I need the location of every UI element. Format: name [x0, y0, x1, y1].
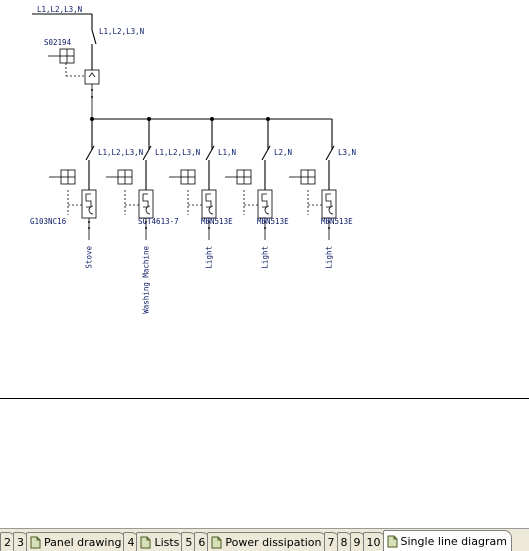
sheet-icon — [30, 536, 41, 549]
tab-label: 7 — [327, 535, 335, 549]
tab-label: 2 — [4, 535, 11, 549]
branch-switch — [325, 145, 335, 161]
branch-consumer-label: Washing Machine — [142, 246, 151, 314]
tab-power-dissipation[interactable]: Power dissipation — [207, 532, 327, 551]
tab-label: 4 — [127, 535, 135, 549]
tab-label: Lists — [154, 535, 180, 549]
branch-switch — [142, 145, 152, 161]
branch-device-id: MBN513E — [257, 217, 289, 226]
tab-label: Power dissipation — [225, 535, 322, 549]
branch-switch — [261, 145, 271, 161]
main-protection-symbol — [84, 69, 100, 85]
single-line-diagram[interactable]: L1,L2,L3,N L1,L2,L3,N S02194 L1,L2,L3,N G… — [0, 0, 529, 400]
tab-label: 8 — [340, 535, 348, 549]
supply-label: L1,L2,L3,N — [37, 5, 82, 14]
branch-device-id: SGT4613-7 — [138, 217, 179, 226]
branch-consumer-label: Light — [261, 246, 270, 269]
branch-consumer-label: Light — [325, 246, 334, 269]
tab-label: 5 — [185, 535, 193, 549]
sheet-icon — [140, 536, 151, 549]
tab-label: 9 — [353, 535, 361, 549]
branch-phase-label: L3,N — [338, 148, 356, 157]
lower-panel — [0, 399, 529, 528]
branch-phase-label: L1,L2,L3,N — [155, 148, 200, 157]
branch-consumer-label: Stove — [85, 246, 94, 269]
branch-consumer-label: Light — [205, 246, 214, 269]
branch-phase-label: L1,N — [218, 148, 236, 157]
tab-label: Single line diagram — [400, 534, 507, 548]
sheet-icon — [387, 535, 398, 548]
branch-device-id: G103NC16 — [30, 217, 67, 226]
tab-label: Panel drawing — [44, 535, 122, 549]
sheet-icon — [211, 536, 222, 549]
tab-single-line-diagram[interactable]: Single line diagram — [382, 530, 512, 551]
branch-phase-label: L1,L2,L3,N — [98, 148, 143, 157]
branch-phase-label: L2,N — [274, 148, 292, 157]
main-switch-label: L1,L2,L3,N — [99, 27, 144, 36]
tab-label: 6 — [198, 535, 206, 549]
tab-lists[interactable]: Lists — [136, 532, 185, 551]
branch-device-id: MBN513E — [201, 217, 233, 226]
branch-switch — [205, 145, 215, 161]
tab-label: 10 — [366, 535, 381, 549]
main-device-id: S02194 — [44, 38, 72, 47]
tab-panel-drawing[interactable]: Panel drawing — [26, 532, 127, 551]
tab-label: 3 — [17, 535, 24, 549]
tab-10[interactable]: 10 — [362, 532, 386, 551]
branch-device-id: MBN513E — [321, 217, 353, 226]
divider — [0, 398, 529, 399]
branch-switch — [85, 145, 95, 161]
